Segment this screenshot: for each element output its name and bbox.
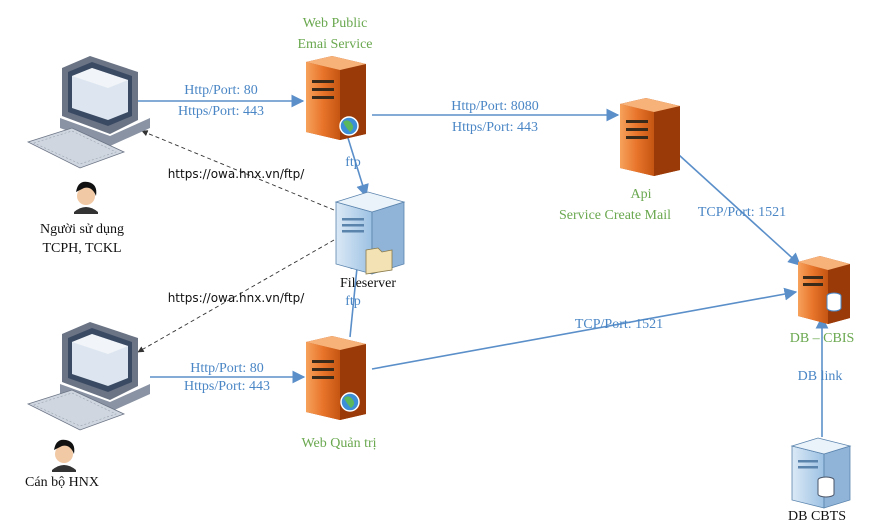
edge-webadmin-to-fileserver <box>349 256 364 338</box>
edge-label-webpublic-fileserver: ftp <box>345 155 361 170</box>
user-tcph-label-line1: Người sử dụng <box>40 222 124 237</box>
server-icon-db-cbis <box>798 256 850 324</box>
db-cbis-label: DB – CBIS <box>790 331 855 346</box>
user-hnx-label: Cán bộ HNX <box>25 475 99 490</box>
server-icon-db-cbts <box>790 437 852 509</box>
edge-label-user-webpublic-line1: Http/Port: 80 <box>184 83 258 98</box>
edge-label-webadmin-dbcbis: TCP/Port: 1521 <box>575 317 663 332</box>
edge-label-api-dbcbis: TCP/Port: 1521 <box>698 205 786 220</box>
edge-label-user-webadmin-line1: Http/Port: 80 <box>190 361 264 376</box>
edge-label-webpublic-api-line1: Http/Port: 8080 <box>451 99 539 114</box>
edge-label-webadmin-fileserver: ftp <box>345 294 361 309</box>
edge-api-to-dbcbis <box>678 154 801 266</box>
server-icon-api <box>620 98 680 176</box>
api-label-line2: Service Create Mail <box>559 208 671 223</box>
edge-label-dbcbts-dbcbis: DB link <box>798 369 843 384</box>
web-public-label-line2: Emai Service <box>297 37 372 52</box>
computer-icon-user-hnx <box>26 322 150 431</box>
edge-webpublic-to-fileserver <box>347 137 369 198</box>
person-icon-user-hnx <box>52 439 76 472</box>
computer-icon-user-tcph <box>26 56 150 169</box>
edge-label-user-webpublic-line2: Https/Port: 443 <box>178 104 264 119</box>
api-label-line1: Api <box>631 187 652 202</box>
user-tcph-label-line2: TCPH, TCKL <box>42 241 121 256</box>
person-icon-user-tcph <box>74 181 98 214</box>
edge-label-fileserver-user2: https://owa.hnx.vn/ftp/ <box>168 291 306 305</box>
server-icon-web-public <box>306 56 366 140</box>
edge-webadmin-to-dbcbis <box>371 287 798 370</box>
server-icon-fileserver <box>334 191 406 275</box>
web-admin-label: Web Quản trị <box>301 436 376 451</box>
edge-label-fileserver-user1: https://owa.hnx.vn/ftp/ <box>168 167 306 181</box>
edges <box>137 94 829 437</box>
web-public-label-line1: Web Public <box>303 16 368 31</box>
edge-fileserver-to-user2 <box>137 239 335 353</box>
edge-label-webpublic-api-line2: Https/Port: 443 <box>452 120 538 135</box>
db-cbts-label: DB CBTS <box>788 509 846 524</box>
fileserver-label: Fileserver <box>340 276 396 291</box>
edge-label-user-webadmin-line2: Https/Port: 443 <box>184 379 270 394</box>
server-icon-web-admin <box>306 336 366 420</box>
